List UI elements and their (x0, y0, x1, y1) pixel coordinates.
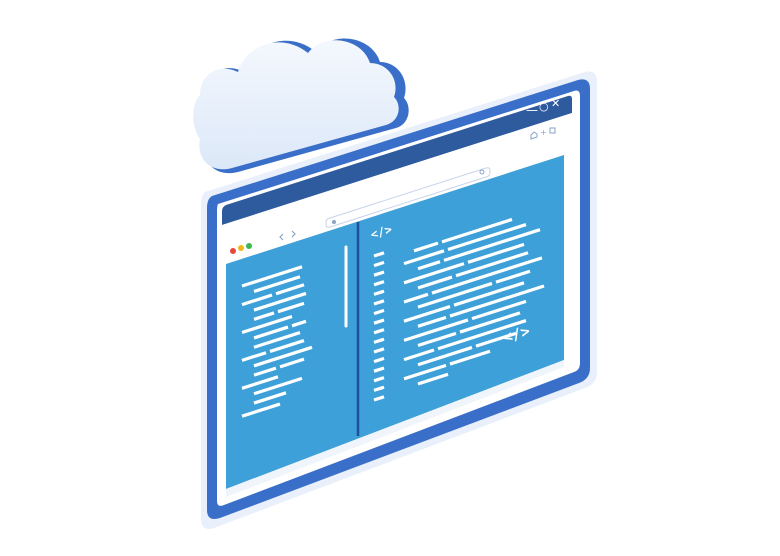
home-icon[interactable] (530, 131, 538, 140)
code-line (403, 304, 451, 323)
code-line (275, 283, 305, 296)
code-line (253, 311, 275, 321)
line-number-mark (373, 328, 385, 335)
code-line (441, 217, 513, 244)
line-number-mark (373, 395, 385, 402)
line-number-mark (373, 318, 385, 325)
code-line (241, 293, 273, 307)
line-number-mark (373, 280, 385, 287)
code-line (241, 351, 267, 362)
code-line (459, 311, 521, 334)
browser-window-icon: — ○ ✕ + (207, 79, 590, 520)
code-line (269, 339, 305, 353)
code-line (403, 249, 445, 266)
add-tab-icon[interactable]: + (540, 128, 547, 137)
code-line (467, 242, 525, 264)
code-line (241, 402, 281, 418)
code-line (431, 256, 543, 295)
code-line (475, 331, 517, 348)
line-number-mark (373, 270, 385, 277)
code-line (455, 251, 529, 278)
code-line (291, 319, 307, 328)
line-number-mark (373, 366, 385, 373)
address-bar[interactable] (325, 167, 491, 228)
code-line (413, 241, 439, 253)
line-number-mark (373, 251, 385, 258)
code-line (403, 292, 429, 304)
code-line (417, 275, 453, 290)
code-line (253, 291, 307, 312)
code-line (471, 299, 527, 321)
code-line (417, 331, 457, 348)
lock-icon (332, 220, 336, 224)
line-number-mark (373, 299, 385, 306)
code-line (417, 372, 449, 386)
code-line (241, 314, 293, 335)
code-line (253, 366, 277, 377)
code-line (277, 301, 305, 314)
close-button[interactable]: ✕ (551, 97, 560, 110)
line-number-mark (373, 347, 385, 354)
code-line (403, 363, 447, 381)
code-line (253, 391, 287, 405)
line-number-mark (373, 337, 385, 344)
line-number-mark (373, 385, 385, 392)
zoom-dot[interactable] (246, 243, 252, 249)
line-number-mark (373, 376, 385, 383)
line-number-mark (373, 356, 385, 364)
toolbar-row (222, 113, 572, 257)
code-line (443, 228, 541, 262)
code-line (417, 260, 441, 271)
menu-icon[interactable] (549, 127, 556, 134)
cloud-icon (193, 38, 409, 174)
back-arrow-icon[interactable] (279, 233, 284, 241)
line-number-mark (373, 260, 385, 268)
traffic-lights (230, 243, 252, 254)
code-line (253, 345, 313, 368)
code-line (253, 275, 301, 293)
code-line (253, 376, 303, 396)
status-bar (226, 360, 564, 497)
code-line (253, 325, 289, 340)
code-line (403, 348, 435, 362)
code-line (403, 262, 465, 285)
code-line (417, 345, 473, 367)
close-dot[interactable] (230, 248, 236, 254)
cloud-body (193, 40, 399, 170)
code-line (241, 265, 303, 288)
code-line (241, 375, 279, 390)
open-code-tag: </> (369, 222, 394, 242)
toolbar-icons: + (530, 127, 556, 140)
forward-arrow-icon[interactable] (291, 230, 296, 238)
right-code-lines (403, 217, 545, 386)
line-number-marks (373, 251, 385, 402)
minimize-button[interactable]: — (526, 103, 538, 117)
code-line (449, 284, 545, 318)
code-line (417, 315, 447, 328)
title-bar (222, 95, 572, 225)
code-line (417, 281, 493, 309)
minimize-dot[interactable] (238, 245, 244, 251)
line-number-mark (373, 289, 385, 296)
line-number-mark (373, 308, 385, 316)
code-line (453, 281, 525, 307)
code-line (253, 331, 301, 349)
maximize-button[interactable]: ○ (539, 100, 549, 113)
code-line (447, 223, 527, 252)
code-line (403, 318, 469, 342)
code-line (437, 319, 527, 351)
left-code-lines (241, 265, 313, 418)
window-controls: — ○ ✕ (526, 97, 560, 117)
code-line (495, 269, 531, 284)
code-line (279, 357, 305, 369)
reload-icon[interactable] (479, 169, 485, 175)
code-line (449, 349, 491, 366)
